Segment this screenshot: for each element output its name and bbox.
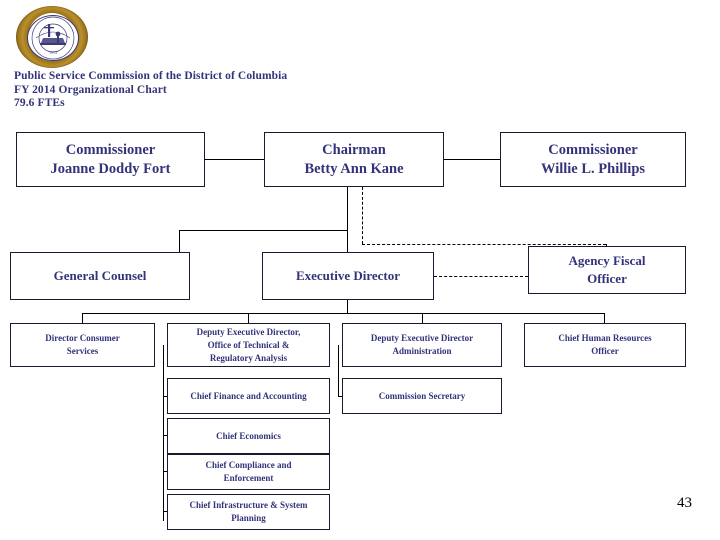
node-title-line1: Chief Human Resources <box>558 333 652 343</box>
connector-chro-drop <box>604 313 605 323</box>
connector-executive-director-drop <box>347 230 348 252</box>
node-title-line2: Enforcement <box>223 473 274 483</box>
connector-ded-technical-drop <box>248 313 249 323</box>
connector-fort-to-chairman <box>205 159 264 160</box>
node-title-line2: Officer <box>587 271 627 286</box>
node-deputy-executive-director-technical[interactable]: Deputy Executive Director, Office of Tec… <box>167 323 330 367</box>
connector-chairman-drop <box>347 187 348 230</box>
node-title-line1: Agency Fiscal <box>568 253 646 268</box>
connector-technical-stub-infrastructure <box>163 511 168 512</box>
node-director-consumer-services[interactable]: Director Consumer Services <box>10 323 155 367</box>
node-title: Chief Economics <box>216 430 281 441</box>
node-commission-secretary[interactable]: Commission Secretary <box>342 378 502 414</box>
dc-public-service-commission-seal-icon: 1913 <box>16 6 88 68</box>
node-title: Commission Secretary <box>378 390 466 401</box>
node-chief-economics[interactable]: Chief Economics <box>167 418 330 454</box>
node-title-line2: Planning <box>231 513 266 523</box>
node-title: Chief Finance and Accounting <box>190 390 307 401</box>
node-title: General Counsel <box>53 268 147 283</box>
seal-artwork-icon: 1913 <box>31 16 75 60</box>
node-chief-compliance-and-enforcement[interactable]: Chief Compliance and Enforcement <box>167 454 330 490</box>
connector-admin-stub-secretary <box>338 396 343 397</box>
seal-inner-emblem: 1913 <box>27 15 79 61</box>
chart-heading: Public Service Commission of the Distric… <box>14 70 287 111</box>
connector-chairman-afo-dashed-drop <box>362 187 363 244</box>
node-name: Willie L. Phillips <box>540 160 646 177</box>
node-name: Joanne Doddy Fort <box>50 160 171 177</box>
node-commissioner-willie-l-phillips[interactable]: Commissioner Willie L. Phillips <box>500 132 686 187</box>
node-title-line2: Administration <box>392 346 452 356</box>
node-title: Chairman <box>322 141 386 158</box>
node-chief-infrastructure-and-system-planning[interactable]: Chief Infrastructure & System Planning <box>167 494 330 530</box>
connector-row3-bar <box>82 313 604 314</box>
node-title-line1: Chief Infrastructure & System <box>189 500 308 510</box>
node-executive-director[interactable]: Executive Director <box>262 252 434 300</box>
connector-chairman-to-phillips <box>444 159 500 160</box>
connector-ded-admin-drop <box>422 313 423 323</box>
node-title-line2: Officer <box>591 346 619 356</box>
svg-text:1913: 1913 <box>49 50 57 55</box>
node-commissioner-joanne-doddy-fort[interactable]: Commissioner Joanne Doddy Fort <box>16 132 205 187</box>
node-title: Commissioner <box>65 141 156 158</box>
connector-admin-spine <box>338 345 339 397</box>
connector-afo-dashed-entry <box>606 244 607 246</box>
node-title-line1: Chief Compliance and <box>205 460 292 470</box>
connector-general-counsel-drop <box>179 230 180 252</box>
connector-technical-spine <box>163 345 164 521</box>
node-title-line2: Office of Technical & <box>207 339 290 350</box>
node-title: Executive Director <box>295 268 401 283</box>
node-agency-fiscal-officer[interactable]: Agency Fiscal Officer <box>528 246 686 294</box>
page-number: 43 <box>677 495 692 511</box>
connector-ed-drop <box>347 300 348 313</box>
node-title: Commissioner <box>548 141 638 158</box>
heading-line-2: FY 2014 Organizational Chart <box>14 83 167 96</box>
node-title-line1: Deputy Executive Director, <box>196 326 301 337</box>
connector-technical-stub-economics <box>163 435 168 436</box>
node-deputy-executive-director-administration[interactable]: Deputy Executive Director Administration <box>342 323 502 367</box>
node-chief-finance-and-accounting[interactable]: Chief Finance and Accounting <box>167 378 330 414</box>
connector-chairman-afo-dashed-span <box>362 244 606 245</box>
node-title-line2: Services <box>66 346 99 356</box>
node-general-counsel[interactable]: General Counsel <box>10 252 190 300</box>
node-title-line1: Director Consumer <box>45 333 120 343</box>
node-title-line1: Deputy Executive Director <box>370 333 474 343</box>
node-chief-human-resources-officer[interactable]: Chief Human Resources Officer <box>524 323 686 367</box>
node-title-line3: Regulatory Analysis <box>209 352 288 363</box>
connector-ed-afo-dashed <box>434 276 528 277</box>
connector-technical-stub-finance <box>163 396 168 397</box>
heading-line-1: Public Service Commission of the Distric… <box>14 70 288 82</box>
heading-line-3: 79.6 FTEs <box>14 97 65 109</box>
node-name: Betty Ann Kane <box>304 160 404 177</box>
connector-technical-stub-compliance <box>163 471 168 472</box>
connector-consumer-services-drop <box>82 313 83 323</box>
node-chairman-betty-ann-kane[interactable]: Chairman Betty Ann Kane <box>264 132 444 187</box>
connector-row2-bar-left <box>179 230 348 231</box>
